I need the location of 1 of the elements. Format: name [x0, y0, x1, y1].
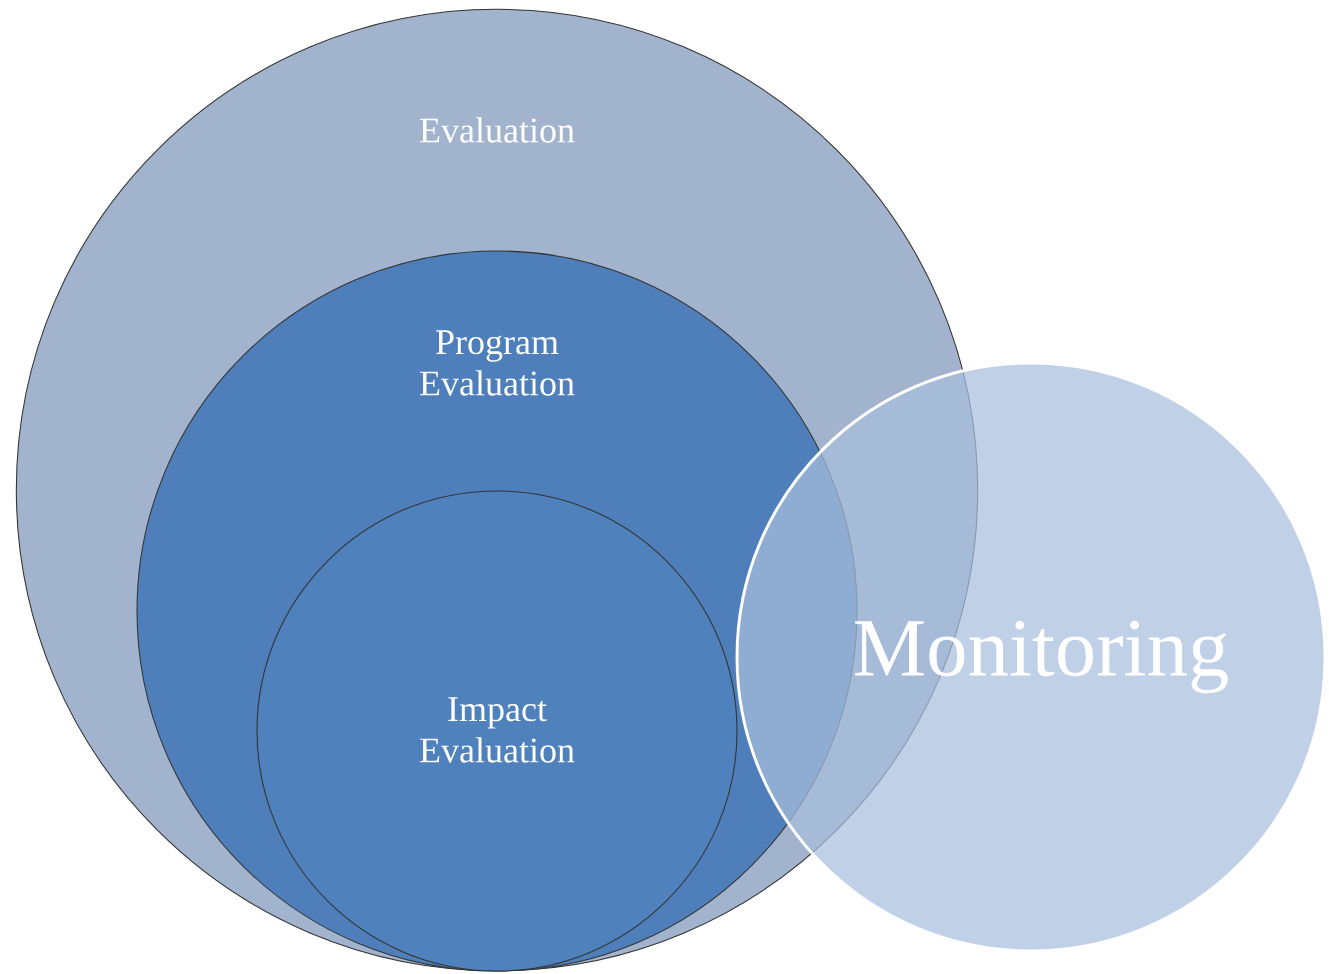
node-label: Impact Evaluation	[420, 697, 575, 763]
